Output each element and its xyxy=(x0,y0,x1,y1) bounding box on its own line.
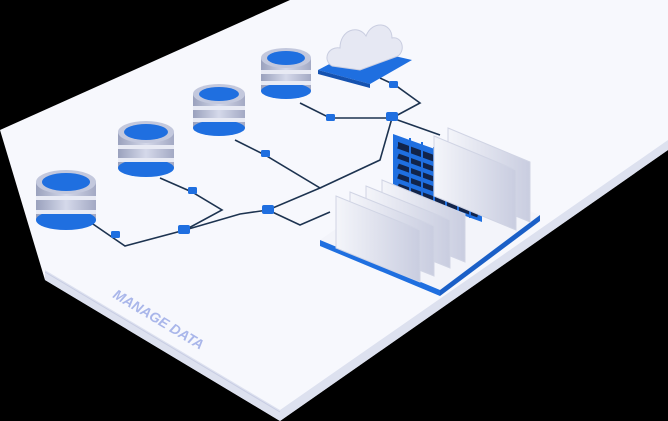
database-icon xyxy=(36,170,96,230)
server-panels xyxy=(335,127,531,283)
database-icon xyxy=(118,121,174,177)
server-rack-icon xyxy=(320,127,540,296)
database-icon xyxy=(261,48,311,99)
cloud-icon xyxy=(318,24,412,88)
connector-nodes xyxy=(111,81,398,238)
database-icon xyxy=(193,84,245,136)
